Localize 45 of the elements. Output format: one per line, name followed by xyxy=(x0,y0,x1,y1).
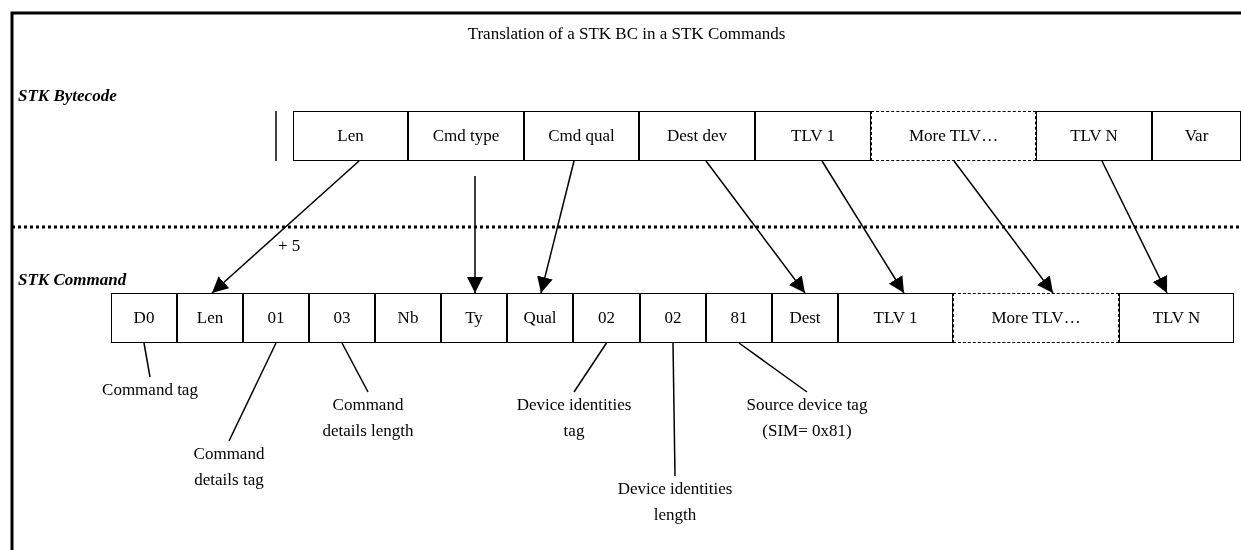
field-cell: 81 xyxy=(706,293,772,343)
section-label: STK Bytecode xyxy=(18,86,117,106)
field-cell: 02 xyxy=(640,293,706,343)
field-cell: Dest xyxy=(772,293,838,343)
field-cell: Dest dev xyxy=(639,111,755,161)
field-cell: 01 xyxy=(243,293,309,343)
field-cell: Ty xyxy=(441,293,507,343)
arrow xyxy=(211,160,360,294)
field-cell: TLV 1 xyxy=(838,293,953,343)
edge-label: + 5 xyxy=(278,236,301,256)
arrow xyxy=(821,160,905,294)
arrow xyxy=(1101,160,1168,294)
arrow xyxy=(953,160,1054,294)
leader-line xyxy=(738,342,808,393)
field-cell: Cmd qual xyxy=(524,111,639,161)
arrow xyxy=(537,160,575,294)
field-cell: Cmd type xyxy=(408,111,524,161)
annotation-text: Command details length xyxy=(312,392,424,446)
field-cell: Qual xyxy=(507,293,573,343)
annotation-text: Command tag xyxy=(80,377,220,405)
field-cell: TLV 1 xyxy=(755,111,871,161)
placeholder-cell: More TLV… xyxy=(871,111,1036,161)
annotation-text: Device identities tag xyxy=(515,392,633,446)
field-cell: TLV N xyxy=(1036,111,1152,161)
field-cell: TLV N xyxy=(1119,293,1234,343)
field-cell: 03 xyxy=(309,293,375,343)
field-cell: Var xyxy=(1152,111,1241,161)
section-label: STK Command xyxy=(18,270,127,290)
annotation-text: Command details tag xyxy=(183,441,275,495)
field-cell: Len xyxy=(293,111,408,161)
leader-line xyxy=(228,342,277,442)
field-cell: Nb xyxy=(375,293,441,343)
annotation-text: Device identities length xyxy=(605,476,745,530)
field-cell: 02 xyxy=(573,293,640,343)
leader-line xyxy=(341,342,369,393)
arrow xyxy=(705,160,806,294)
diagram-title: Translation of a STK BC in a STK Commands xyxy=(466,24,787,44)
placeholder-cell: More TLV… xyxy=(953,293,1119,343)
annotation-text: Source device tag (SIM= 0x81) xyxy=(722,392,892,446)
arrow xyxy=(467,175,483,294)
leader-line xyxy=(143,342,151,378)
field-cell: Len xyxy=(177,293,243,343)
leader-line xyxy=(672,342,676,477)
field-cell: D0 xyxy=(111,293,177,343)
leader-line xyxy=(573,342,608,393)
